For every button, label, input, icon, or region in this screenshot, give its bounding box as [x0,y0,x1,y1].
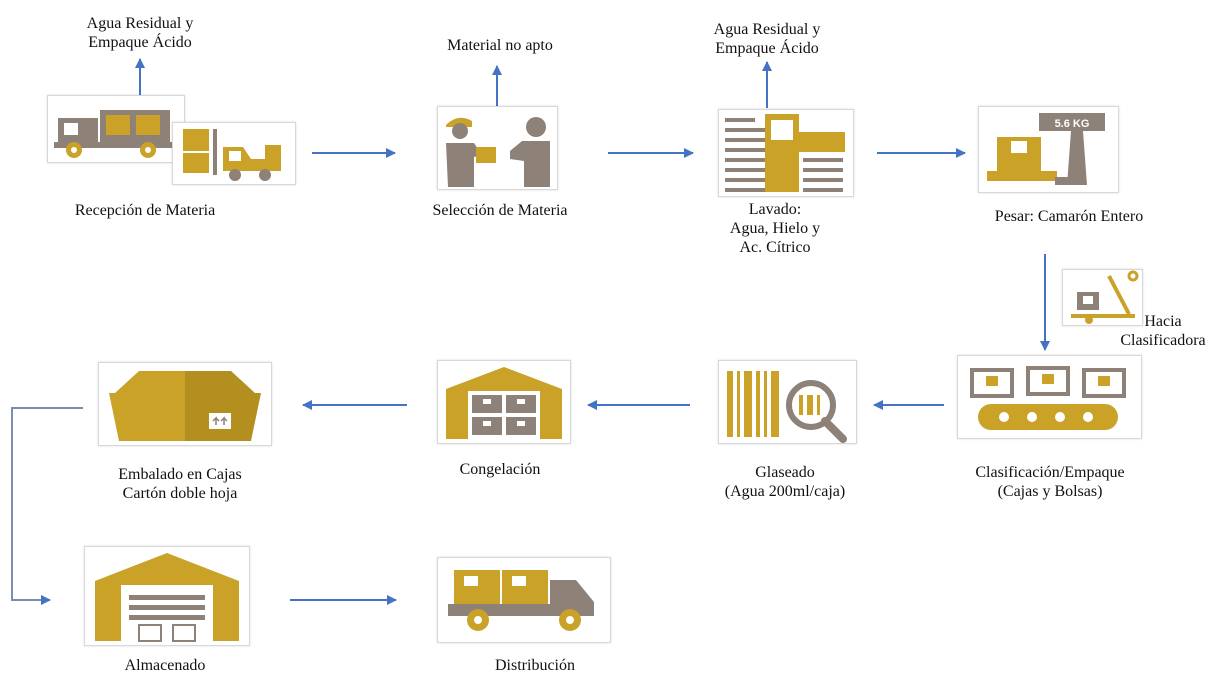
almacenado-label: Almacenado [124,657,206,674]
scale-icon: 5.6 KG [987,113,1105,185]
distribucion-tile [437,557,611,643]
conveyor-icon [970,366,1126,430]
clasificacion-label: Clasificación/Empaque (Cajas y Bolsas) [975,464,1125,500]
output-label-lavado: Agua Residual y Empaque Ácido [713,21,821,57]
pesar-label: Pesar: Camarón Entero [994,208,1144,225]
hand-truck-icon [1071,270,1139,324]
recepcion-truck-tile [47,95,185,163]
output-label-recepcion: Agua Residual y Empaque Ácido [86,15,194,51]
recepcion-forklift-tile [172,122,296,185]
cold-storage-icon [446,367,562,439]
two-workers-icon [446,117,550,187]
connector-embalado-almacenado [11,407,83,605]
distribucion-label: Distribución [495,657,575,674]
seleccion-label: Selección de Materia [432,202,568,219]
glaseado-label: Glaseado (Agua 200ml/caja) [724,464,846,500]
barcode-magnifier-icon [727,371,847,443]
clasificacion-tile [957,355,1142,439]
recepcion-label: Recepción de Materia [74,202,216,219]
lavado-tile [718,109,854,197]
open-box-icon [109,371,261,441]
forklift-icon [183,129,281,181]
congelacion-tile [437,360,571,444]
warehouse-icon [95,553,239,642]
delivery-truck-icon [448,570,594,631]
congelacion-label: Congelación [459,461,541,478]
hacia-tile [1062,269,1143,326]
hacia-label: Hacia Clasificadora [1120,313,1206,349]
scale-display-text: 5.6 KG [1055,118,1090,130]
seleccion-tile [437,106,558,190]
output-label-seleccion: Material no apto [447,37,553,54]
pesar-tile: 5.6 KG [978,106,1119,193]
lavado-label: Lavado: Agua, Hielo y Ac. Cítrico [729,201,821,256]
washing-machine-icon [725,114,845,192]
embalado-label: Embalado en Cajas Cartón doble hoja [118,466,242,502]
glaseado-tile [718,360,857,444]
almacenado-tile [84,546,250,646]
embalado-tile [98,362,272,446]
truck-icon [54,110,174,158]
